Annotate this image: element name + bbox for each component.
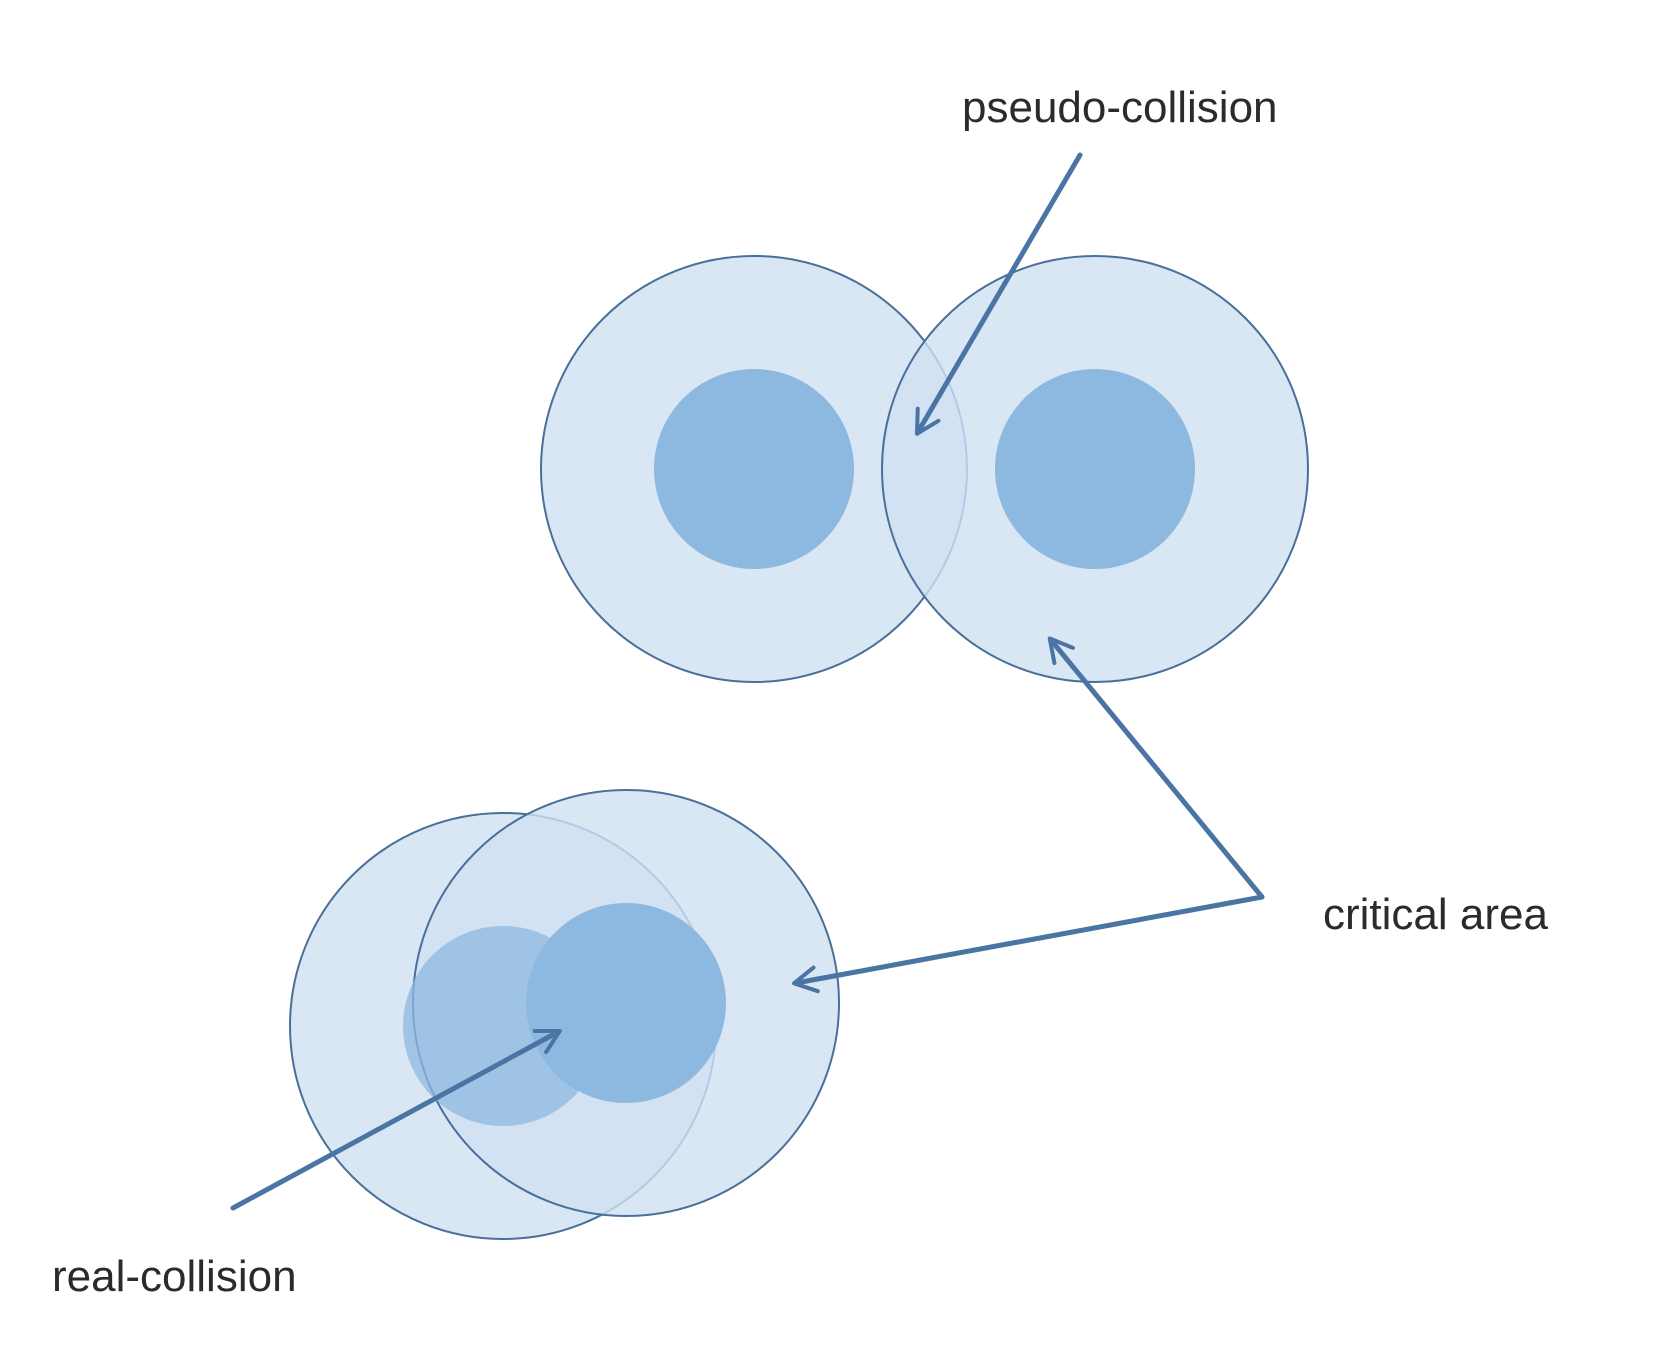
arrows <box>230 152 1265 1211</box>
core-circle-top-right <box>995 369 1195 569</box>
pseudo-collision-label: pseudo-collision <box>962 83 1278 132</box>
critical-area-arrow-bottom <box>792 894 1265 994</box>
core-circle-bottom-right <box>526 903 726 1103</box>
critical-area-arrow-top <box>1047 636 1265 900</box>
real-collision-label: real-collision <box>52 1252 297 1301</box>
pseudo-collision-pair <box>540 255 1309 683</box>
core-circle-top-left <box>654 369 854 569</box>
critical-area-label: critical area <box>1323 890 1548 939</box>
pseudo-collision-arrow <box>914 152 1083 436</box>
real-collision-arrow <box>230 1028 562 1211</box>
real-collision-pair <box>289 789 840 1240</box>
